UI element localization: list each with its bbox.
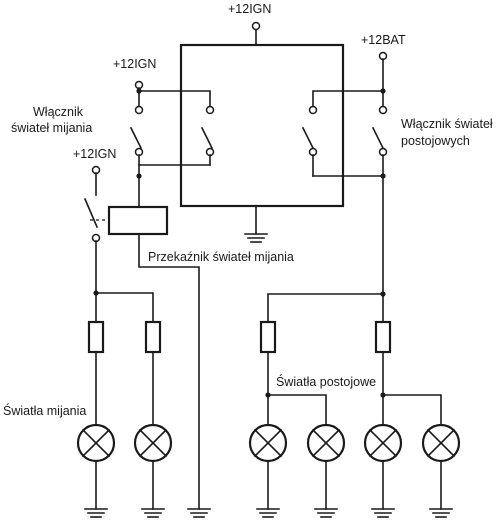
fuse-parking-right [374,320,392,354]
low-beam-switch-contact [129,126,143,150]
low-beam-branch [76,290,173,510]
ground-parking-3 [371,508,395,518]
fuse-low-beam-right [144,320,162,354]
lamp-low-beam-right [133,423,173,463]
fuse-parking-left [259,320,277,354]
parking-switch-contact [371,126,385,150]
label-parking-switch-1: Włącznik świateł [401,117,493,131]
light-control-module [138,21,384,243]
ground-parking-1 [256,508,280,518]
ground-parking-4 [429,508,453,518]
label-low-beam-relay: Przekaźnik świateł mijania [148,250,294,264]
label-parking-switch-2: postojowych [401,134,470,148]
low-beam-switch [129,80,211,208]
label-ign-top: +12IGN [228,2,271,16]
terminal-ign-top [251,21,261,31]
low-beam-relay [83,165,200,510]
relay-coil [107,205,169,236]
label-ign-left-lower: +12IGN [73,147,116,161]
parking-light-switch [312,51,388,295]
fuse-low-beam-left [87,320,105,354]
lamp-parking-3 [363,423,403,463]
ground-relay [187,508,211,518]
module-box [179,43,345,208]
lamp-parking-2 [306,423,346,463]
label-low-beam-switch-2: świateł mijania [11,121,92,135]
label-ign-left-upper: +12IGN [113,57,156,71]
label-parking-lights: Światła postojowe [276,374,376,389]
module-switch-right [301,126,315,150]
ground-low-beam-right [141,508,165,518]
parking-branch [248,291,461,510]
lamp-parking-1 [248,423,288,463]
lamp-low-beam-left [76,423,116,463]
ground-low-beam-left [84,508,108,518]
module-switch-left [200,126,214,150]
ground-parking-2 [314,508,338,518]
lamp-parking-4 [421,423,461,463]
label-low-beam-switch-1: Włącznik [33,105,84,119]
relay-contact [83,197,99,229]
label-12bat: +12BAT [361,33,406,47]
label-low-beam-lights: Światła mijania [3,403,86,418]
ground-module [244,233,268,243]
